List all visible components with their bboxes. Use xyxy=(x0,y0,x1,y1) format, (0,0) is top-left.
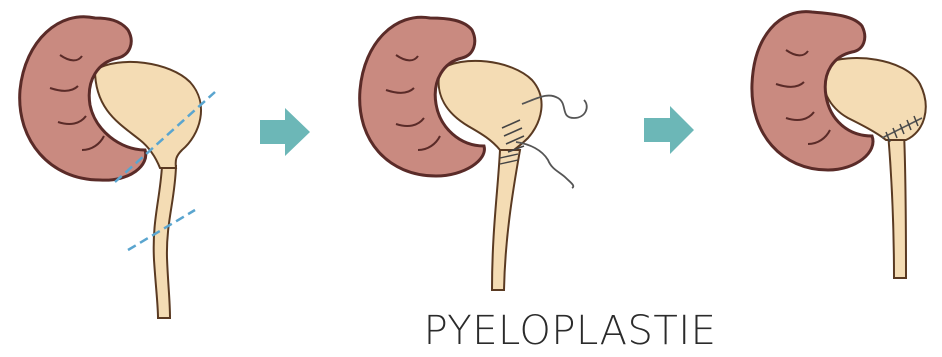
suture-thread-icon xyxy=(516,142,573,188)
panel-3-ureter xyxy=(888,132,906,278)
panel-1-kidney-stenosis xyxy=(20,17,215,318)
arrow-right-icon xyxy=(260,108,310,156)
panel-2-anastomosis xyxy=(360,17,587,290)
diagram-caption: PYELOPLASTIE xyxy=(420,308,720,354)
arrow-right-icon xyxy=(644,106,694,154)
panel-1-ureter xyxy=(154,166,176,318)
panel-3-repaired-kidney xyxy=(752,12,926,278)
panel-2-ureter xyxy=(492,150,520,290)
